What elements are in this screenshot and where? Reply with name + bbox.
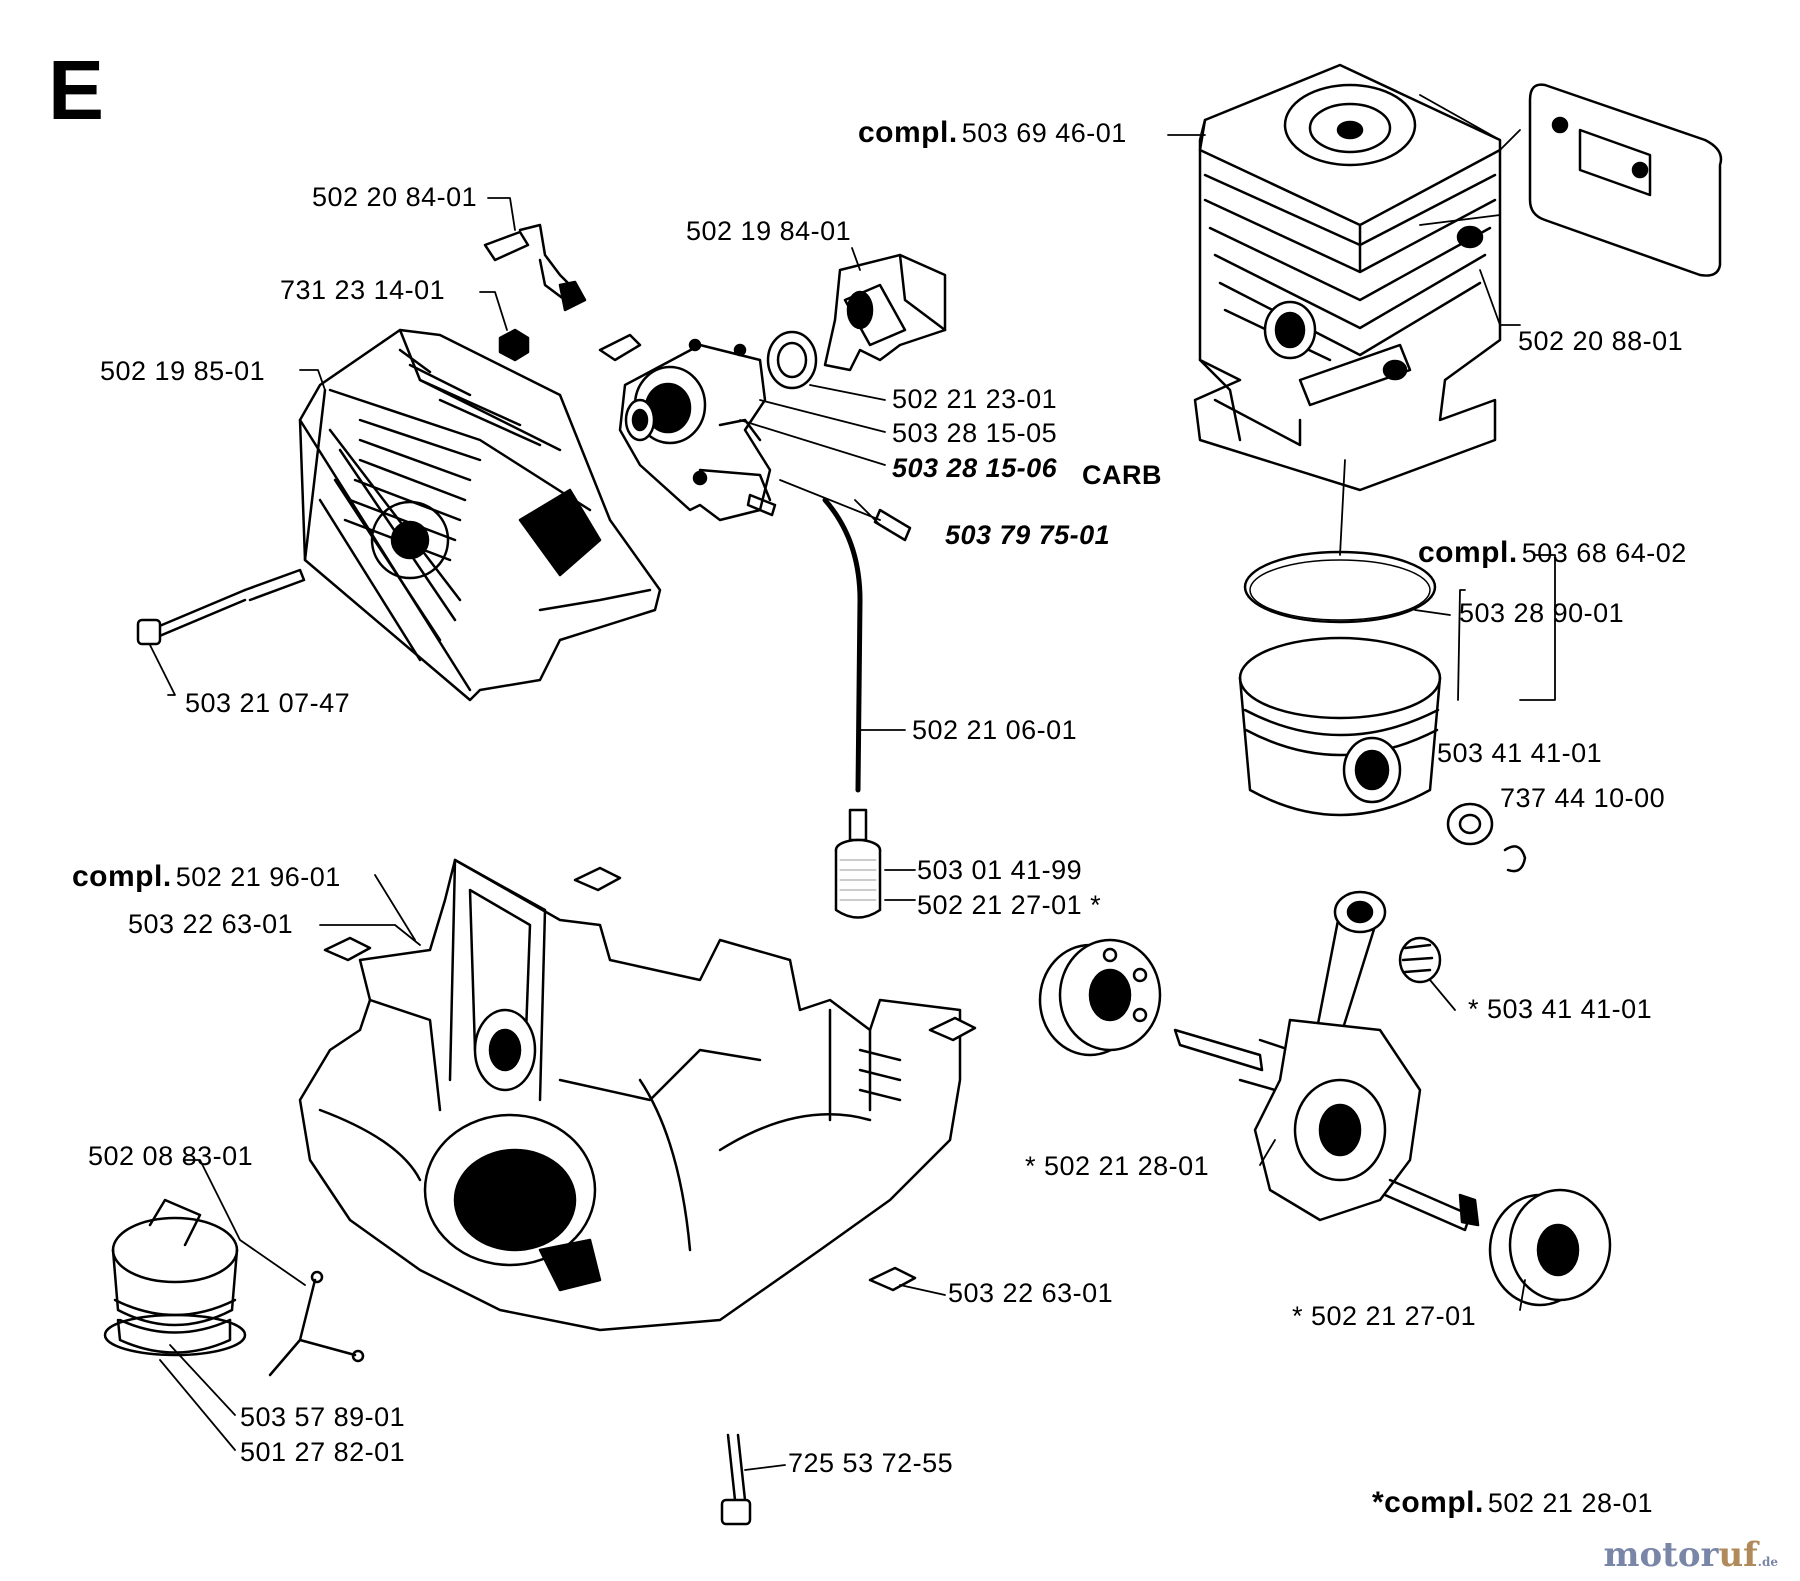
main-bearing-left-drawing: [1038, 938, 1162, 1057]
label-crank-needle-bearing: * 503 41 41-01: [1468, 994, 1653, 1024]
intake-manifold-drawing: [823, 253, 947, 372]
crank-needle-bearing-drawing: [1398, 936, 1442, 984]
label-piston-compl: compl.503 68 64-02: [1418, 538, 1687, 568]
piston-ring-drawing: [1243, 550, 1437, 624]
label-circlip: 737 44 10-00: [1500, 783, 1666, 813]
label-needle-bearing: 503 41 41-01: [1437, 738, 1603, 768]
section-letter: E: [48, 43, 105, 137]
label-retainer: 501 27 82-01: [240, 1437, 406, 1467]
label-carburetor-05: 503 28 15-05: [892, 418, 1058, 448]
fuel-filter-drawing: [834, 808, 882, 919]
label-main-bearing: * 502 21 27-01: [1292, 1301, 1477, 1331]
label-crankcase-compl: compl.502 21 96-01: [72, 862, 341, 892]
label-fuel-hose: 502 21 06-01: [912, 715, 1078, 745]
leader-lines: [149, 94, 1556, 1471]
seal-ring-drawing: [766, 330, 818, 390]
watermark-suffix: .de: [1757, 1555, 1778, 1569]
label-impulse-hose: 503 79 75-01: [945, 520, 1111, 550]
crankcase-drawing: [298, 858, 962, 1332]
crankcase-screw-drawing: [720, 1433, 752, 1526]
label-av-element-top: 503 22 63-01: [128, 909, 294, 939]
label-fuel-filter: 503 01 41-99: [917, 855, 1083, 885]
label-av-element-bottom: 503 22 63-01: [948, 1278, 1114, 1308]
needle-bearing-drawing: [1446, 802, 1494, 846]
label-crankshaft: * 502 21 28-01: [1025, 1151, 1210, 1181]
choke-lever-drawing: [483, 223, 587, 312]
label-crankshaft-compl: *compl.502 21 28-01: [1372, 1488, 1653, 1518]
nut-drawing: [498, 328, 530, 362]
part-number: 503 68 64-02: [1521, 538, 1687, 568]
retainer-drawing: [268, 1278, 357, 1377]
part-number: 503 69 46-01: [961, 118, 1127, 148]
label-exhaust-gasket: 502 20 88-01: [1518, 326, 1684, 356]
part-number: 502 21 96-01: [175, 862, 341, 892]
watermark: motoruf.de: [1603, 1535, 1778, 1575]
label-carburetor-06: 503 28 15-06: [892, 453, 1058, 483]
av-clip-drawing: [573, 866, 622, 892]
oil-cap-oring-drawing: [103, 1313, 247, 1357]
label-seal-ring: 502 21 23-01: [892, 384, 1058, 414]
compl-prefix: compl.: [72, 860, 172, 893]
air-filter-drawing: [298, 328, 662, 702]
label-crankcase-screw: 725 53 72-55: [788, 1448, 954, 1478]
carburetor-drawing: [598, 333, 777, 522]
main-bearing-right-drawing: [1488, 1188, 1612, 1307]
fuel-hose-drawing: [822, 497, 863, 793]
label-cylinder-compl: compl.503 69 46-01: [858, 118, 1127, 148]
oil-cap-drawing: [111, 1198, 239, 1354]
label-air-filter: 502 19 85-01: [100, 356, 266, 386]
screw-drawing: [136, 568, 306, 646]
label-oring: 503 57 89-01: [240, 1402, 406, 1432]
crankshaft-drawing: [1173, 890, 1480, 1232]
watermark-accent: uf: [1718, 1535, 1758, 1575]
label-piston-ring: 503 28 90-01: [1459, 598, 1625, 628]
cylinder-drawing: [1193, 63, 1502, 492]
exhaust-gasket-drawing: [1528, 83, 1723, 277]
piston-drawing: [1238, 636, 1442, 817]
label-carb: CARB: [1082, 460, 1162, 490]
compl-prefix: compl.: [1418, 536, 1518, 569]
label-fuel-filter-alt: 502 21 27-01 *: [917, 890, 1102, 920]
part-number: 502 21 28-01: [1487, 1488, 1653, 1518]
label-oil-cap: 502 08 83-01: [88, 1141, 254, 1171]
compl-prefix: compl.: [858, 116, 958, 149]
label-choke-lever: 502 20 84-01: [312, 182, 478, 212]
label-screw: 503 21 07-47: [185, 688, 351, 718]
compl-prefix: *compl.: [1372, 1486, 1484, 1519]
label-intake-manifold: 502 19 84-01: [686, 216, 852, 246]
watermark-main: motor: [1603, 1535, 1719, 1575]
label-nut: 731 23 14-01: [280, 275, 446, 305]
